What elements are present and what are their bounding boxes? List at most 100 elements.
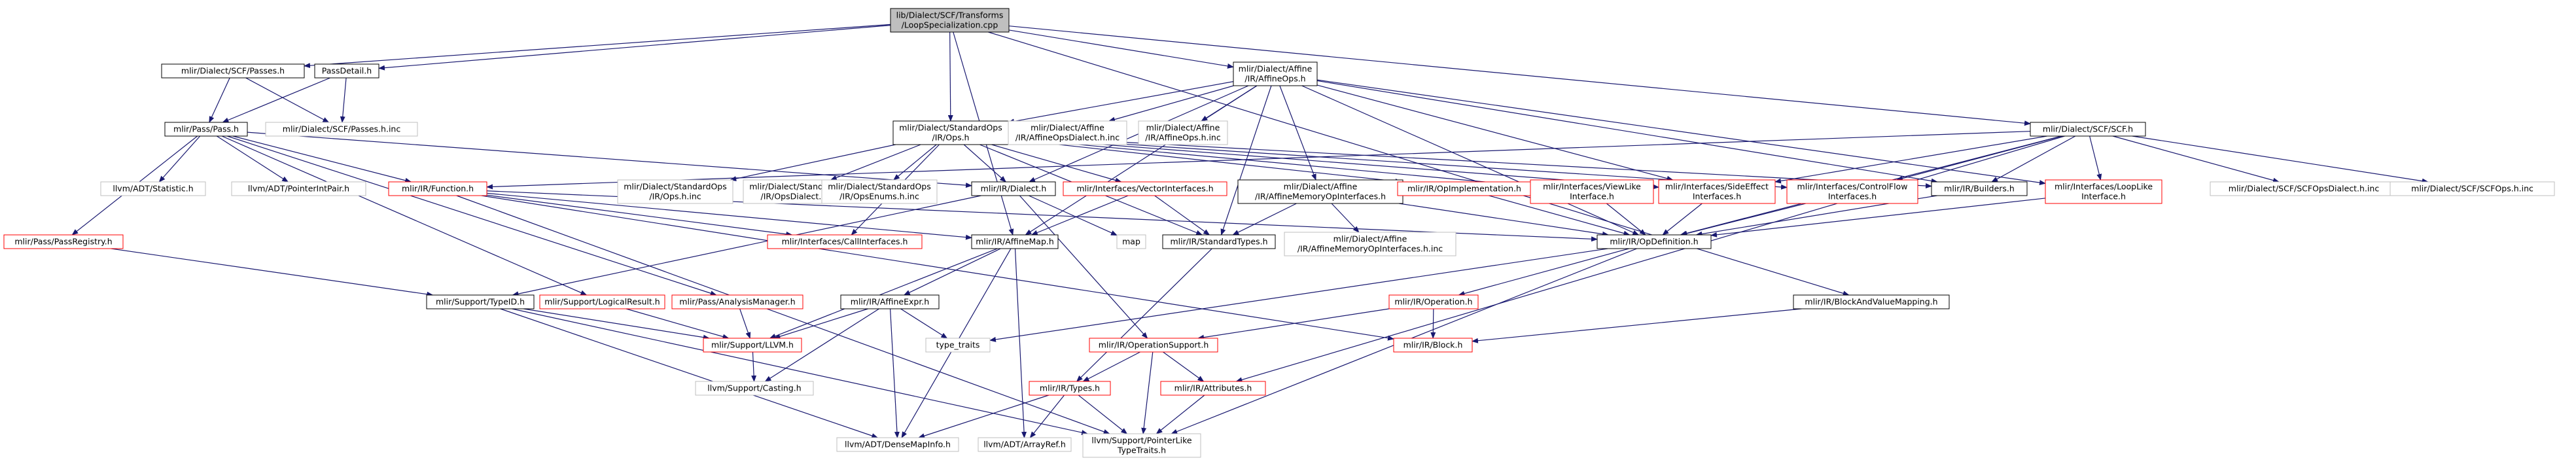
node-irblock[interactable]: mlir/IR/Block.h [1393,338,1473,353]
node-passdetail[interactable]: PassDetail.h [314,63,379,79]
node-arrayref[interactable]: llvm/ADT/ArrayRef.h [978,437,1072,452]
node-scfopsinc[interactable]: mlir/Dialect/SCF/SCFOps.h.inc [2390,181,2555,196]
edge-irtypes-to-pointerlike [1078,394,1128,434]
edge-opsupport-to-irtypes [1082,351,1140,382]
node-irtypes[interactable]: mlir/IR/Types.h [1029,381,1111,396]
node-opdefinition[interactable]: mlir/IR/OpDefinition.h [1597,234,1712,249]
node-label: mlir/Interfaces/SideEffect [1665,182,1769,192]
node-stdops[interactable]: mlir/Dialect/StandardOps/IR/Ops.h [892,120,1009,145]
node-builders[interactable]: mlir/IR/Builders.h [1931,181,2028,196]
node-logicalresult[interactable]: mlir/Support/LogicalResult.h [539,294,665,309]
node-label: mlir/IR/AffineMap.h [976,237,1054,247]
node-affineops[interactable]: mlir/Dialect/Affine/IR/AffineOps.h [1233,61,1318,86]
node-label: mlir/Dialect/SCF/Passes.h [181,66,285,76]
node-label: mlir/IR/Block.h [1403,340,1463,350]
node-standardtypes[interactable]: mlir/IR/StandardTypes.h [1162,234,1276,249]
node-iroperation[interactable]: mlir/IR/Operation.h [1388,294,1479,309]
node-irfunction[interactable]: mlir/IR/Function.h [388,181,487,196]
edge-affineops-to-stdops [1008,81,1234,124]
node-stdopsenumsinc[interactable]: mlir/Dialect/StandardOps/IR/OpsEnums.h.i… [821,179,938,204]
node-affinememopifaces[interactable]: mlir/Dialect/Affine/IR/AffineMemoryOpInt… [1237,179,1403,204]
node-label: llvm/ADT/Statistic.h [113,184,193,194]
node-passpass[interactable]: mlir/Pass/Pass.h [164,122,248,137]
node-vectorifaces[interactable]: mlir/Interfaces/VectorInterfaces.h [1063,181,1227,196]
node-casting[interactable]: llvm/Support/Casting.h [695,381,814,396]
edge-loopspec-to-scf [1008,26,2031,126]
node-densemapinfo[interactable]: llvm/ADT/DenseMapInfo.h [836,437,959,452]
node-box [703,338,802,353]
node-label: mlir/Interfaces/ViewLike [1543,182,1641,192]
edge-passpass-to-ptrintpair [217,135,289,183]
edge-llvmsupport-to-casting [751,351,757,382]
node-callifaces[interactable]: mlir/Interfaces/CallInterfaces.h [767,234,923,249]
node-passregistry[interactable]: mlir/Pass/PassRegistry.h [3,234,124,249]
node-map[interactable]: map [1116,234,1146,249]
node-box [925,338,991,353]
node-loopspec[interactable]: lib/Dialect/SCF/Transforms/LoopSpecializ… [890,8,1010,33]
node-label: mlir/Dialect/Affine [1146,123,1220,133]
node-box [836,437,959,452]
edge-passpass-to-llvmstatistic [158,135,201,183]
node-ptrintpair[interactable]: llvm/ADT/PointerIntPair.h [231,181,366,196]
node-affinememopifacesinc[interactable]: mlir/Dialect/Affine/IR/AffineMemoryOpInt… [1284,232,1456,256]
node-box [695,381,814,396]
node-label: mlir/IR/OpDefinition.h [1610,237,1698,247]
edge-loopspec-to-scfpasses [304,24,891,69]
node-box [892,120,1009,145]
node-irdialect[interactable]: mlir/IR/Dialect.h [971,181,1056,196]
node-affinemap[interactable]: mlir/IR/AffineMap.h [971,234,1059,249]
node-label: mlir/IR/OperationSupport.h [1099,340,1209,350]
edge-scf-to-builders [1991,135,2076,183]
edge-viewlike-to-opdefinition [1606,203,1646,236]
node-stdopsinc[interactable]: mlir/Dialect/StandardOps/IR/Ops.h.inc [617,179,733,204]
node-irblockmapping[interactable]: mlir/IR/BlockAndValueMapping.h [1793,294,1950,309]
node-llvmstatistic[interactable]: llvm/ADT/Statistic.h [100,181,206,196]
node-label: /IR/OpsEnums.h.inc [839,192,919,201]
node-irattributes[interactable]: mlir/IR/Attributes.h [1160,381,1266,396]
node-box [971,234,1059,249]
node-llvmsupport[interactable]: mlir/Support/LLVM.h [703,338,802,353]
node-label: mlir/Interfaces/ControlFlow [1797,182,1908,192]
header-nodes: lib/Dialect/SCF/Transforms/LoopSpecializ… [3,8,2555,458]
edge-loopspec-to-passdetail [378,25,891,71]
node-scfpassesinc[interactable]: mlir/Dialect/SCF/Passes.h.inc [265,122,418,137]
edge-loopspec-to-affineops [1008,29,1234,69]
node-scfopsdialectinc[interactable]: mlir/Dialect/SCF/SCFOpsDialect.h.inc [2210,181,2398,196]
node-box [161,63,305,79]
node-label: mlir/IR/StandardTypes.h [1170,237,1267,247]
edge-stdops-to-controlflow [1008,136,1788,190]
node-label: /IR/AffineOpsDialect.h.inc [1015,133,1120,143]
node-scf[interactable]: mlir/Dialect/SCF/SCF.h [2030,122,2146,137]
node-affineexpr[interactable]: mlir/IR/AffineExpr.h [840,294,940,309]
node-scfpasses[interactable]: mlir/Dialect/SCF/Passes.h [161,63,305,79]
edge-stdops-to-stdopsenumsinc [893,144,937,181]
node-label: /IR/AffineMemoryOpInterfaces.h.inc [1297,244,1443,254]
node-opimpl[interactable]: mlir/IR/OpImplementation.h [1397,181,1532,196]
edge-affinemap-to-arrayref [1014,248,1027,438]
node-label: mlir/Dialect/SCF/SCFOps.h.inc [2411,184,2533,194]
edge-irdialect-to-map [1029,195,1118,236]
node-opsupport[interactable]: mlir/IR/OperationSupport.h [1089,338,1218,353]
node-label: mlir/Dialect/StandardOps [624,182,727,192]
node-label: TypeTraits.h [1117,446,1166,455]
node-typeid[interactable]: mlir/Support/TypeID.h [426,294,535,309]
node-affineopsdialectinc[interactable]: mlir/Dialect/Affine/IR/AffineOpsDialect.… [1008,120,1127,145]
node-affineopsinc[interactable]: mlir/Dialect/Affine/IR/AffineOps.h.inc [1138,120,1228,145]
node-box [1658,179,1776,204]
node-typetraits[interactable]: type_traits [925,338,991,353]
edge-affineops-to-builders [1316,80,1938,184]
node-label: type_traits [936,340,980,350]
edge-scf-to-irattributes [1235,135,2065,383]
edge-scf-to-scfopsinc [2132,135,2429,184]
edge-iroperation-to-opsupport [1197,308,1390,340]
edge-opimpl-to-opdefinition [1489,195,1631,236]
node-analysismanager[interactable]: mlir/Pass/AnalysisManager.h [671,294,803,309]
node-box [1597,234,1712,249]
edge-affinememopifaces-to-opdefinition [1398,203,1609,237]
node-label: llvm/ADT/DenseMapInfo.h [845,440,951,449]
